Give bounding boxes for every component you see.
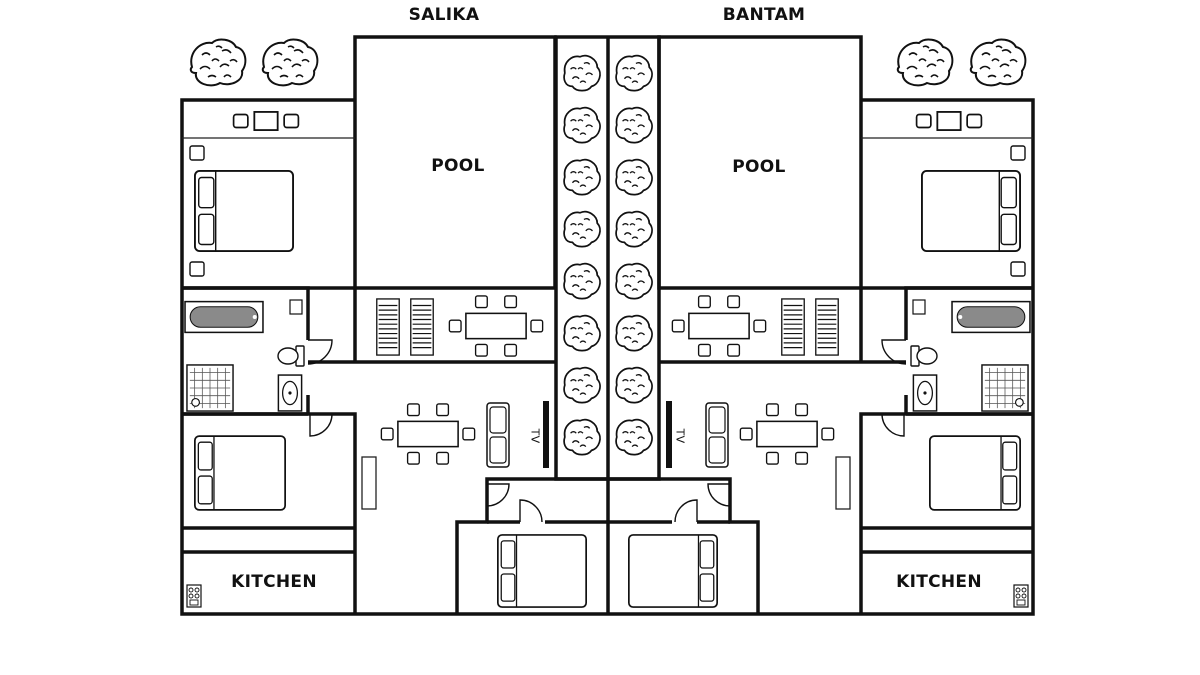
tree-icon bbox=[615, 262, 653, 300]
sofa-icon bbox=[486, 402, 510, 468]
sink-icon bbox=[277, 374, 303, 412]
tv-icon bbox=[666, 401, 672, 468]
tree-column-right bbox=[615, 54, 653, 456]
tree-icon bbox=[563, 54, 601, 92]
sink-icon bbox=[912, 374, 938, 412]
toilet-icon bbox=[277, 345, 305, 367]
right-villa-name: BANTAM bbox=[722, 5, 806, 25]
shrub-icon bbox=[189, 38, 247, 87]
right-tv-label: TV bbox=[673, 428, 687, 444]
doors bbox=[307, 339, 907, 523]
bed-icon bbox=[194, 435, 286, 511]
tree-icon bbox=[563, 314, 601, 352]
tree-icon bbox=[563, 210, 601, 248]
tree-icon bbox=[563, 106, 601, 144]
tree-icon bbox=[563, 366, 601, 404]
bed-icon bbox=[628, 533, 718, 609]
tree-icon bbox=[615, 54, 653, 92]
left-pool-label: POOL bbox=[431, 156, 485, 176]
sun-lounger-icon bbox=[781, 298, 805, 356]
walls bbox=[180, 35, 1035, 616]
tree-icon bbox=[615, 106, 653, 144]
door-swing-icon bbox=[674, 499, 698, 523]
tree-icon bbox=[615, 366, 653, 404]
dining-table-icon bbox=[232, 111, 300, 131]
shrub-icon bbox=[261, 38, 319, 87]
sun-lounger-icon bbox=[410, 298, 434, 356]
tree-icon bbox=[563, 418, 601, 456]
door-swing-icon bbox=[881, 339, 907, 365]
shower-icon bbox=[186, 364, 234, 412]
cabinet-icon bbox=[912, 299, 926, 315]
right-unit-furniture bbox=[628, 111, 1031, 609]
left-tv-label: TV bbox=[528, 428, 542, 444]
shower-icon bbox=[981, 364, 1029, 412]
thin-lines bbox=[182, 137, 1033, 510]
door-swing-icon bbox=[486, 483, 510, 507]
door-swing-icon bbox=[519, 499, 543, 523]
tree-icon bbox=[615, 210, 653, 248]
nightstand-icon bbox=[189, 145, 205, 161]
sun-lounger-icon bbox=[815, 298, 839, 356]
toilet-icon bbox=[910, 345, 938, 367]
sofa-icon bbox=[705, 402, 729, 468]
stove-icon bbox=[1013, 584, 1029, 608]
tree-icon bbox=[615, 314, 653, 352]
bed-icon bbox=[921, 169, 1021, 253]
nightstand-icon bbox=[1010, 145, 1026, 161]
dining-table-icon bbox=[739, 403, 835, 465]
tv-icon bbox=[543, 401, 549, 468]
tree-icon bbox=[615, 158, 653, 196]
dining-table-icon bbox=[380, 403, 476, 465]
shrub-icon bbox=[969, 38, 1027, 87]
tree-icon bbox=[615, 418, 653, 456]
nightstand-icon bbox=[189, 261, 205, 277]
tree-column-left bbox=[563, 54, 601, 456]
right-pool-label: POOL bbox=[732, 157, 786, 177]
bathtub-icon bbox=[951, 300, 1031, 334]
left-villa-name: SALIKA bbox=[408, 5, 480, 25]
tree-icon bbox=[563, 158, 601, 196]
right-kitchen-label: KITCHEN bbox=[896, 572, 982, 592]
bathtub-icon bbox=[184, 300, 264, 334]
door-swing-icon bbox=[881, 413, 905, 437]
dining-table-icon bbox=[671, 295, 767, 357]
bed-icon bbox=[929, 435, 1021, 511]
left-unit-furniture bbox=[184, 111, 587, 609]
sun-lounger-icon bbox=[376, 298, 400, 356]
door-swing-icon bbox=[309, 413, 333, 437]
tree-icon bbox=[563, 262, 601, 300]
left-kitchen-label: KITCHEN bbox=[231, 572, 317, 592]
bed-icon bbox=[194, 169, 294, 253]
door-swing-icon bbox=[707, 483, 731, 507]
stove-icon bbox=[186, 584, 202, 608]
shrub-icon bbox=[896, 38, 954, 87]
dining-table-icon bbox=[915, 111, 983, 131]
door-swing-icon bbox=[307, 339, 333, 365]
bed-icon bbox=[497, 533, 587, 609]
dining-table-icon bbox=[448, 295, 544, 357]
cabinet-icon bbox=[289, 299, 303, 315]
nightstand-icon bbox=[1010, 261, 1026, 277]
